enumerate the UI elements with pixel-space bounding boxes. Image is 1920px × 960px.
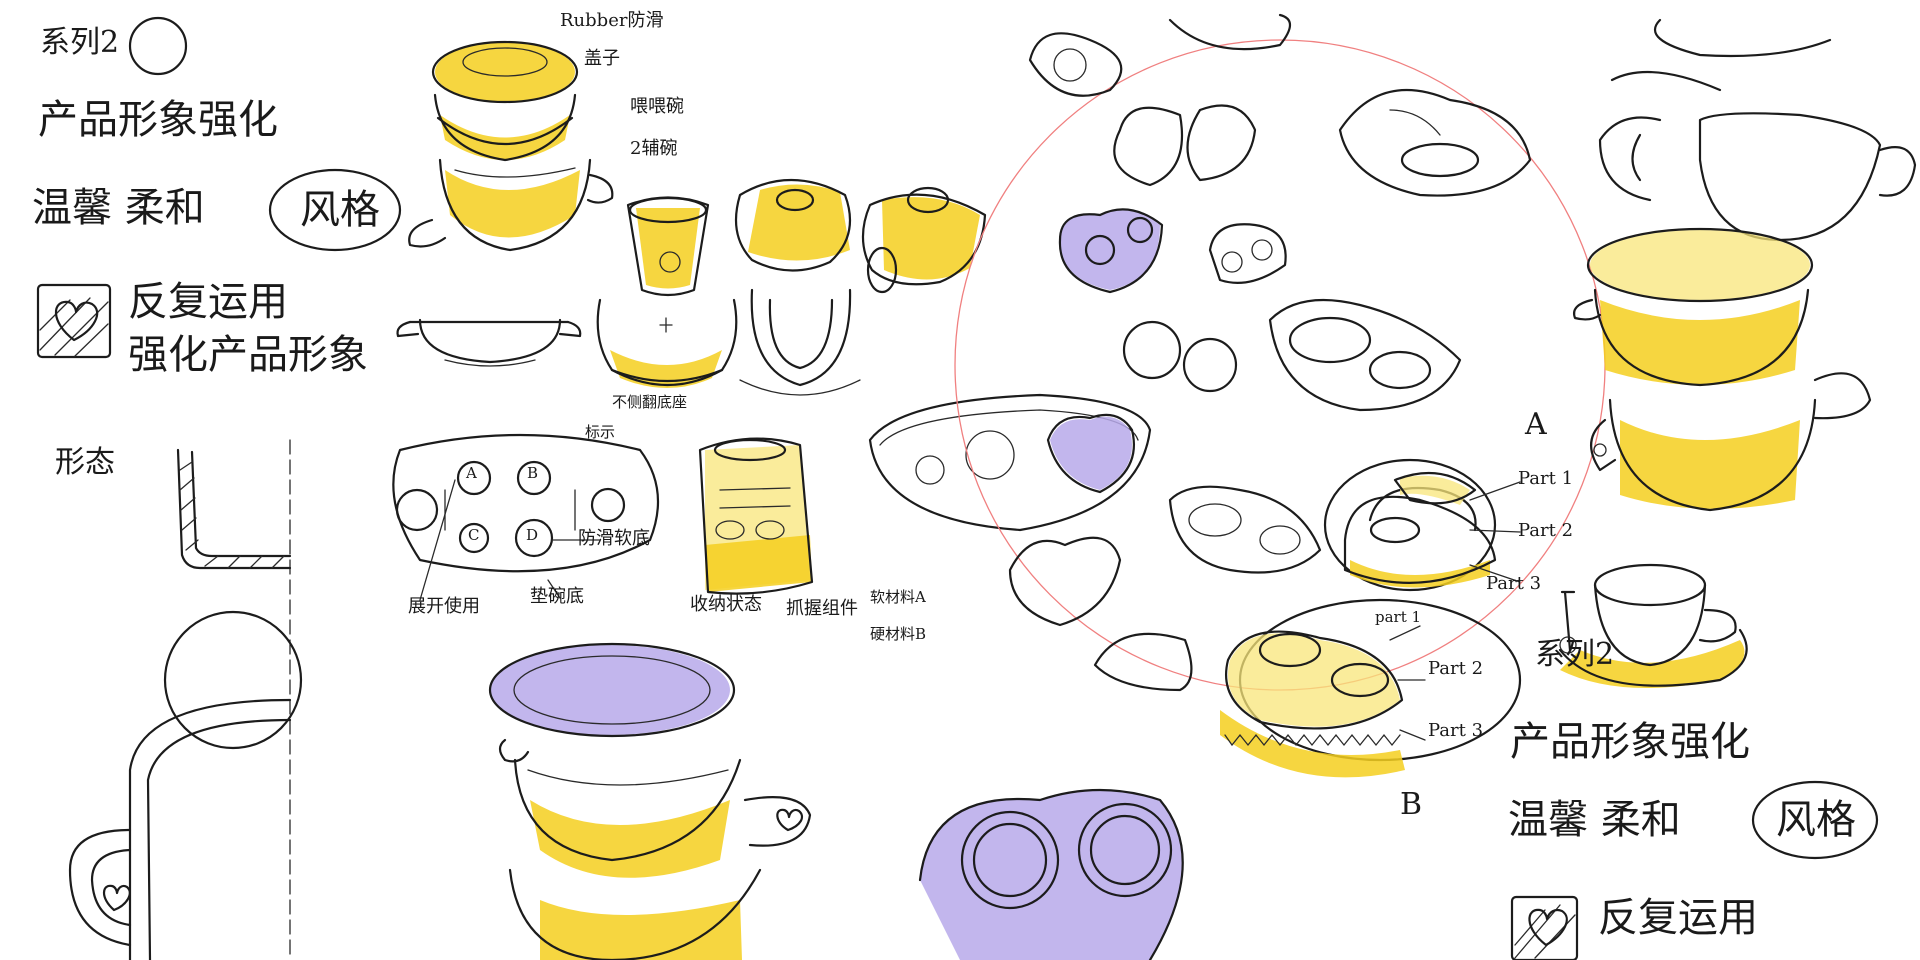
- product-line2-right: 温馨 柔和: [1508, 797, 1681, 843]
- lidded-bowl-stack-sketch: [488, 642, 812, 960]
- heart-plate-sketch: [918, 788, 1184, 960]
- view-a-label: A: [1525, 407, 1547, 442]
- style-label-left: 风格: [300, 187, 380, 233]
- no-spill-label: 不侧翻底座: [612, 393, 688, 411]
- feeder-sketch: [734, 179, 987, 396]
- rubber-label: Rubber防滑: [560, 10, 664, 31]
- hard-material-label: 硬材料B: [870, 625, 927, 643]
- combo-label: 抓握组件: [786, 598, 858, 619]
- product-line1-left: 产品形象强化: [38, 97, 278, 143]
- part3-upper-label: Part 3: [1486, 573, 1542, 594]
- slot-b-label: B: [527, 464, 539, 482]
- style-circle-right: [1751, 780, 1879, 860]
- series-label-right: 系列2: [1535, 637, 1615, 672]
- profile-section-sketch: [68, 439, 303, 960]
- heart-icon: [36, 283, 112, 359]
- parts-stack-upper-sketch: [1323, 458, 1521, 592]
- parts-stack-lower-sketch: [1220, 598, 1522, 778]
- product-line1-right: 产品形象强化: [1510, 719, 1750, 765]
- cup-sketch: [596, 196, 738, 388]
- storage-label: 收纳状态: [690, 594, 762, 615]
- heart-variants-sketch: [1008, 13, 1532, 692]
- heart-reuse-left: 反复运用: [128, 279, 288, 325]
- suction-label: 防滑软底: [578, 528, 650, 549]
- series-label-left: 系列2: [40, 25, 120, 60]
- series-badge-left: [128, 16, 188, 76]
- heart-reuse-right: 反复运用: [1598, 895, 1758, 941]
- style-circle-left: [268, 168, 402, 252]
- soft-material-label: 软材料A: [870, 588, 926, 606]
- stacked-bowls-sketch: [408, 40, 614, 252]
- part2-lower-label: Part 2: [1428, 658, 1484, 679]
- slot-a-label: A: [466, 464, 477, 482]
- view-b-label: B: [1400, 787, 1423, 822]
- second-bowl-label: 2辅碗: [630, 138, 678, 159]
- slot-c-label: C: [468, 526, 480, 544]
- dish-side-view-sketch: [396, 318, 582, 367]
- part2-upper-label: Part 2: [1518, 520, 1574, 541]
- cup-and-saucer-sketch: [1558, 563, 1748, 688]
- heart-icon: [1510, 895, 1579, 960]
- product-line2-left: 温馨 柔和: [32, 185, 205, 231]
- double-handle-bowl-sketch: [1598, 18, 1917, 242]
- part3-lower-label: Part 3: [1428, 720, 1484, 741]
- feeding-bowl-label: 喂喂碗: [630, 96, 684, 117]
- strengthen-left: 强化产品形象: [128, 332, 368, 378]
- divided-plate-sketch: [392, 433, 660, 601]
- slot-d-label: D: [526, 526, 539, 544]
- storage-stack-sketch: [698, 437, 814, 595]
- tray-sketch: [868, 393, 1152, 532]
- part1-upper-label: Part 1: [1518, 468, 1574, 489]
- style-label-right: 风格: [1776, 797, 1856, 843]
- flat-use-label: 展开使用: [408, 596, 480, 617]
- yellow-stack-right-sketch: [1573, 227, 1872, 512]
- form-label: 形态: [55, 445, 115, 480]
- pad-label: 垫碗底: [530, 586, 584, 607]
- part1-lower-label: part 1: [1375, 608, 1422, 626]
- number-label: 标示: [585, 423, 616, 441]
- lid-label: 盖子: [584, 48, 620, 69]
